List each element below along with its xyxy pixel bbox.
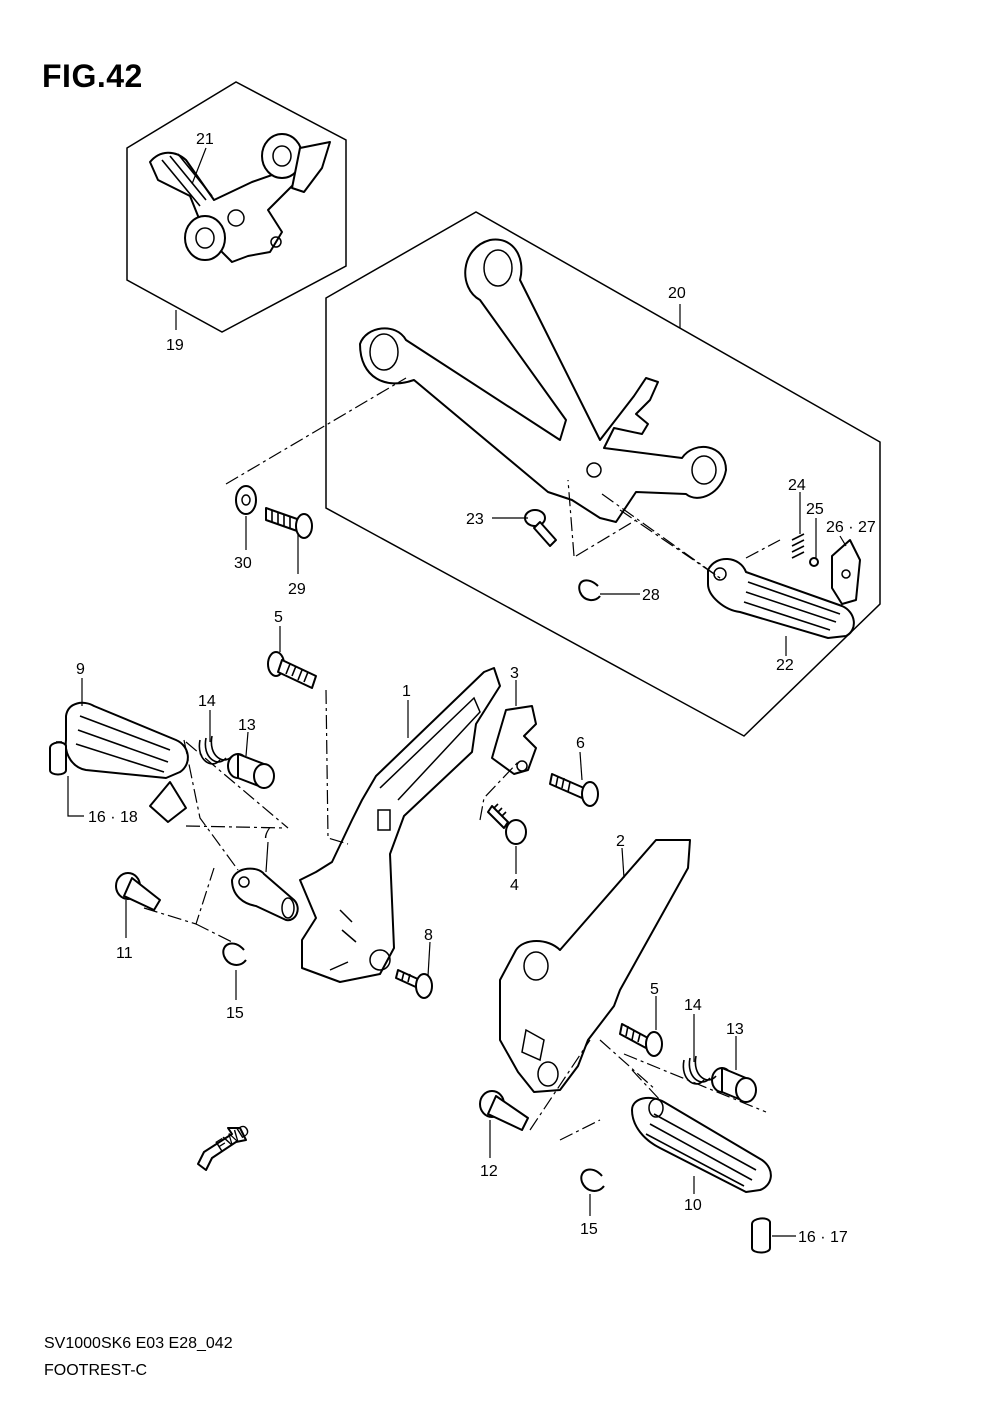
callout-21: 21 [196,131,214,148]
callout-15-right: 15 [580,1221,598,1238]
pin-12-drawing [479,1090,529,1131]
plate-26-27-drawing [831,539,861,605]
pin-7-drawing [231,867,299,922]
callout-labels: 21 19 20 23 24 25 26 · 27 28 22 30 29 5 … [76,131,876,1246]
rubber-16-left-drawing [49,741,67,776]
callout-6: 6 [576,735,585,752]
callout-4: 4 [510,877,519,894]
assembly-box-20 [325,211,881,737]
callout-30: 30 [234,555,252,572]
rear-footrest-assembly-drawing [149,133,331,263]
callout-23: 23 [466,511,484,528]
bolt-4-drawing [487,803,527,845]
assembly-box-19 [126,81,347,333]
washer-30-drawing [235,485,257,515]
spring-14-left-drawing [198,735,233,765]
callout-11: 11 [116,945,133,962]
spring-24-drawing [791,533,805,559]
callout-16-17: 16 · 17 [798,1229,848,1246]
collar-13-right-drawing [711,1067,757,1103]
callout-12: 12 [480,1163,498,1180]
pin-11-drawing [115,872,161,911]
passenger-footpeg-22-drawing [707,558,855,639]
bolt-5-lower-drawing [619,1023,663,1057]
callout-10: 10 [684,1197,702,1214]
right-bracket-2-drawing [499,839,691,1093]
footpeg-9-drawing [64,701,189,823]
footpeg-10-drawing [631,1096,772,1193]
callout-8: 8 [424,927,433,944]
callout-22: 22 [776,657,794,674]
model-code: SV1000SK6 E03 E28_042 [44,1335,233,1352]
fwd-label: FWD [213,1122,253,1156]
diagram-name: FOOTREST-C [44,1362,148,1379]
assembly-lines [143,377,781,1141]
pin-23-drawing [524,509,557,547]
callout-14-right: 14 [684,997,702,1014]
bolt-8-drawing [395,969,433,999]
callout-3: 3 [510,665,519,682]
fwd-arrow-icon: FWD [197,1122,253,1171]
passenger-bracket-drawing [359,238,727,523]
e-ring-15-left-drawing [222,942,247,966]
callout-19: 19 [166,337,184,354]
callout-1: 1 [402,683,411,700]
callout-24: 24 [788,477,806,494]
callout-13-right: 13 [726,1021,744,1038]
bolt-29-drawing [265,507,313,539]
callout-9: 9 [76,661,85,678]
callout-5-upper: 5 [274,609,283,626]
holder-3-drawing [491,705,537,775]
bolt-6-drawing [549,773,599,807]
e-ring-28-drawing [578,579,601,602]
callout-16-18: 16 · 18 [88,809,138,826]
callout-29: 29 [288,581,306,598]
callout-7: 7 [262,825,271,842]
bolt-5-upper-drawing [267,651,317,689]
collar-13-left-drawing [227,753,275,789]
callout-14-left: 14 [198,693,216,710]
callout-5-lower: 5 [650,981,659,998]
figure-title: FIG.42 [42,58,143,94]
callout-13-left: 13 [238,717,256,734]
callout-26-27: 26 · 27 [826,519,876,536]
callout-20: 20 [668,285,686,302]
callout-28: 28 [642,587,660,604]
callout-15-left: 15 [226,1005,244,1022]
leader-lines [67,147,847,1237]
left-bracket-1-drawing [299,667,501,983]
callout-2: 2 [616,833,625,850]
e-ring-15-right-drawing [580,1168,605,1192]
rubber-16-right-drawing [751,1217,771,1254]
ball-25-drawing [809,557,819,567]
callout-25: 25 [806,501,824,518]
